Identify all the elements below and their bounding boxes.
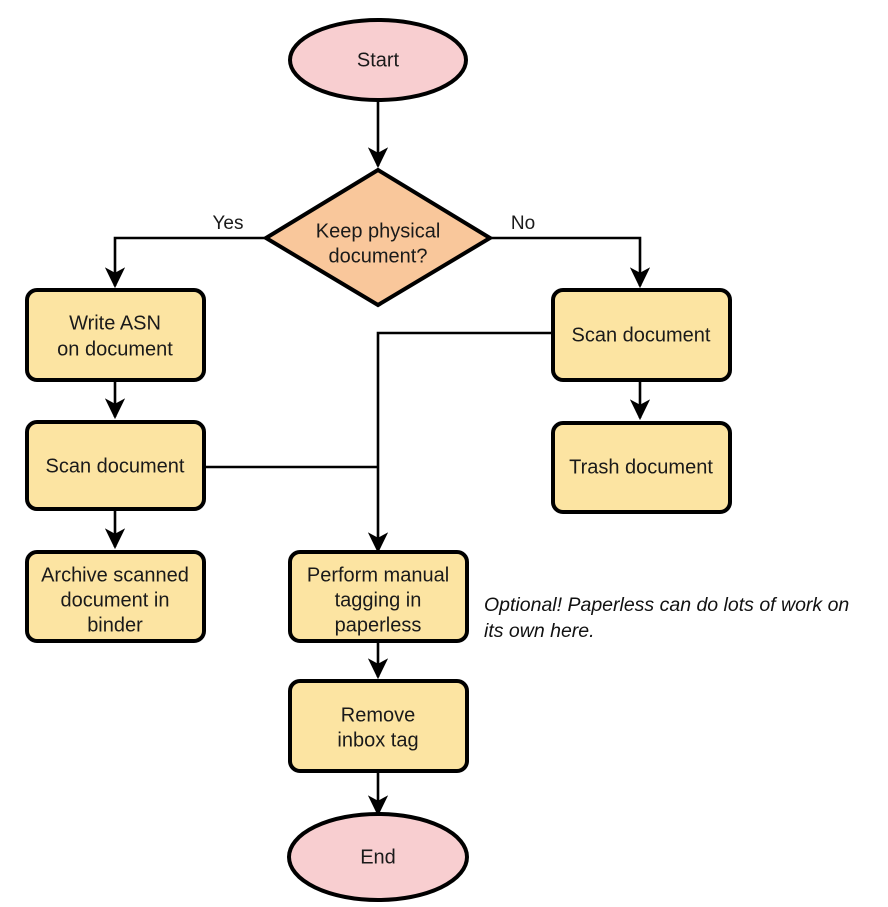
optional-note-line-2: its own here. <box>484 620 595 642</box>
archive-label-line-3: binder <box>87 614 143 636</box>
node-scan-document-right[interactable]: Scan document <box>551 288 732 382</box>
scan-document-right-label: Scan document <box>572 324 711 346</box>
edge-label-yes: Yes <box>213 213 244 234</box>
scan-document-right-box[interactable] <box>551 288 732 382</box>
edge-decision-yes-to-write-asn <box>104 236 265 289</box>
decision-label-line-1: Keep physical <box>316 220 441 242</box>
node-end[interactable]: End <box>287 812 469 902</box>
start-label: Start <box>357 49 400 71</box>
edge-layer <box>104 101 651 817</box>
edge-scan-right-to-tagging <box>367 331 552 554</box>
node-trash-document[interactable]: Trash document <box>551 421 732 514</box>
write-asn-box[interactable] <box>25 288 206 382</box>
remove-inbox-label-line-1: Remove <box>341 704 415 726</box>
archive-label-line-1: Archive scanned <box>41 564 189 586</box>
edge-label-layer: Yes No <box>213 213 536 234</box>
tagging-label-line-3: paperless <box>335 614 422 636</box>
start-ellipse[interactable] <box>288 18 468 102</box>
write-asn-label-line-1: Write ASN <box>69 312 161 334</box>
tagging-label-line-1: Perform manual <box>307 564 449 586</box>
tagging-box[interactable] <box>288 550 469 643</box>
archive-label-line-2: document in <box>61 589 170 611</box>
trash-document-box[interactable] <box>551 421 732 514</box>
annotation-optional-note: Optional! Paperless can do lots of work … <box>484 594 849 642</box>
end-label: End <box>360 846 396 868</box>
optional-note-line-1: Optional! Paperless can do lots of work … <box>484 594 849 616</box>
node-archive-scanned-document[interactable]: Archive scanned document in binder <box>25 550 206 643</box>
trash-document-label: Trash document <box>569 456 713 478</box>
end-ellipse[interactable] <box>287 812 469 902</box>
decision-label-line-2: document? <box>329 245 428 267</box>
node-remove-inbox-tag[interactable]: Remove inbox tag <box>288 679 469 773</box>
node-scan-document-left[interactable]: Scan document <box>25 420 206 511</box>
scan-document-left-box[interactable] <box>25 420 206 511</box>
scan-document-left-label: Scan document <box>46 455 185 477</box>
tagging-label-line-2: tagging in <box>335 589 422 611</box>
remove-inbox-tag-box[interactable] <box>288 679 469 773</box>
archive-box[interactable] <box>25 550 206 643</box>
edge-label-no: No <box>511 213 535 234</box>
node-decision-keep-physical-document[interactable]: Keep physical document? <box>262 167 494 308</box>
node-start[interactable]: Start <box>288 18 468 102</box>
node-write-asn-on-document[interactable]: Write ASN on document <box>25 288 206 382</box>
write-asn-label-line-2: on document <box>57 338 173 360</box>
edge-decision-no-to-scan-right <box>490 236 651 289</box>
remove-inbox-label-line-2: inbox tag <box>337 729 418 751</box>
node-perform-manual-tagging[interactable]: Perform manual tagging in paperless <box>288 550 469 643</box>
decision-diamond[interactable] <box>262 167 494 308</box>
